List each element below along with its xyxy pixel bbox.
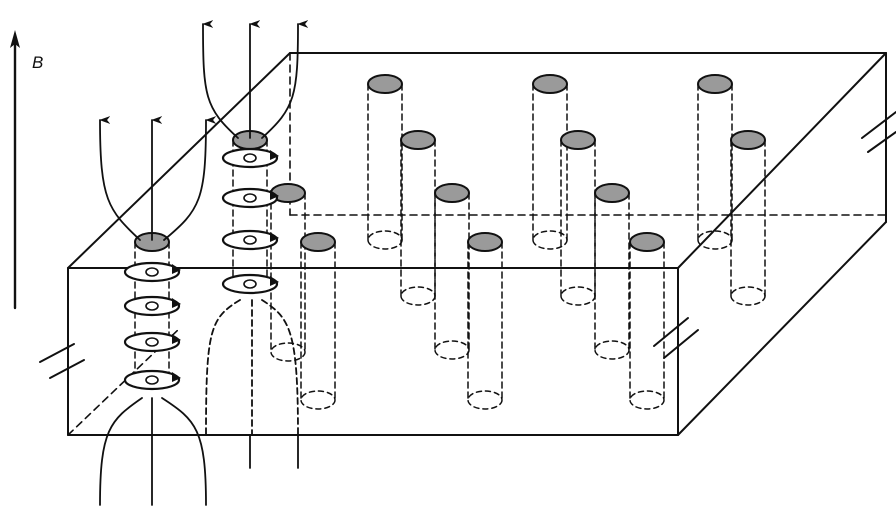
field-arrow-head xyxy=(10,30,20,48)
current-loop xyxy=(123,295,181,317)
field-arrow xyxy=(10,30,20,310)
vortex-tube xyxy=(367,74,403,250)
vortex-tube xyxy=(467,232,503,410)
vortex-tube xyxy=(434,183,470,360)
current-loop xyxy=(221,229,279,251)
vortex-core-top xyxy=(434,183,470,203)
current-arrow xyxy=(172,334,181,344)
vortex-core-top xyxy=(400,130,436,150)
current-arrow xyxy=(172,372,181,382)
vortex-core-top xyxy=(697,74,733,94)
current-loop xyxy=(123,369,181,391)
vortex-tube xyxy=(300,232,336,410)
vortex-tube xyxy=(594,183,630,360)
current-arrow xyxy=(270,232,279,242)
vortex-tube xyxy=(270,183,306,362)
current-loop xyxy=(123,261,181,283)
vortex-tube xyxy=(560,130,596,306)
break-marks xyxy=(39,111,896,379)
vortex-core-top xyxy=(532,74,568,94)
vortex-tube xyxy=(532,74,568,250)
current-loops xyxy=(123,147,279,391)
current-arrow xyxy=(270,276,279,286)
vortex-core-top xyxy=(467,232,503,252)
vortex-tube xyxy=(400,130,436,306)
current-arrow xyxy=(270,190,279,200)
current-loop xyxy=(123,331,181,353)
current-loop xyxy=(221,187,279,209)
vortex-core-top xyxy=(300,232,336,252)
current-arrow xyxy=(172,298,181,308)
vortex-core-top xyxy=(629,232,665,252)
current-arrow xyxy=(270,150,279,160)
vortex-tubes xyxy=(134,74,766,410)
vortex-core-top xyxy=(560,130,596,150)
vortex-tube xyxy=(629,232,665,410)
vortex-core-top xyxy=(367,74,403,94)
current-arrow xyxy=(172,264,181,274)
field-label: B xyxy=(32,53,43,72)
vortex-tube xyxy=(730,130,766,306)
current-loop xyxy=(221,273,279,295)
current-loop xyxy=(221,147,279,169)
vortex-core-top xyxy=(594,183,630,203)
flux-lines xyxy=(99,20,309,506)
vortex-core-top xyxy=(730,130,766,150)
vortex-tube xyxy=(697,74,733,250)
